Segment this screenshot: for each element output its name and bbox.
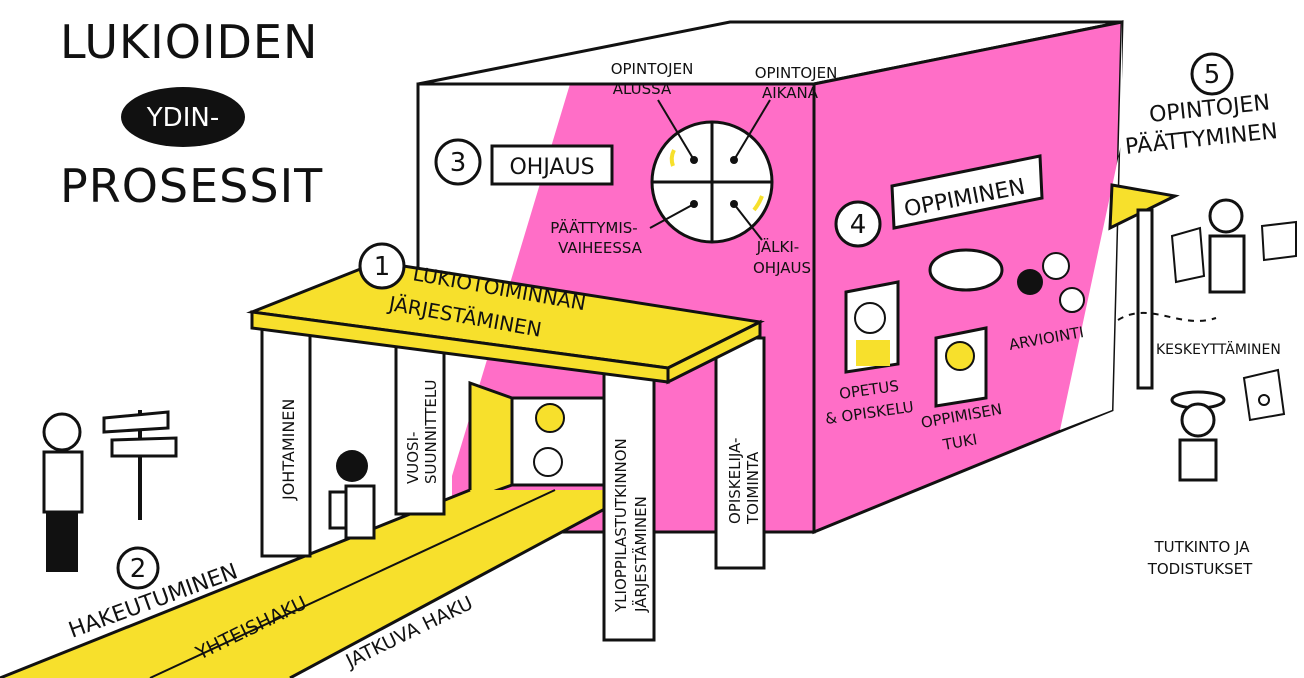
door-person-2 <box>533 447 563 477</box>
wheel-accent-1 <box>669 149 676 167</box>
ohjaus-bottom-left-1: PÄÄTTYMIS- <box>550 218 637 237</box>
diploma-seal <box>1258 394 1270 406</box>
walker-head <box>1208 198 1244 234</box>
roof-number-circle <box>358 242 406 290</box>
hakeutuminen-number-circle <box>116 546 160 590</box>
oppiminen-number-circle <box>834 200 882 248</box>
tutkinto-line-2: TODISTUKSET <box>1147 560 1253 578</box>
pillar-vuosisuunnittelu-2: SUUNNITTELU <box>422 380 440 484</box>
ohjaus-top-left-1: OPINTOJEN <box>611 60 694 78</box>
pillar-vuosisuunnittelu <box>394 334 446 516</box>
keskeyttaminen-label: KESKEYTTÄMINEN <box>1156 340 1281 358</box>
paattyminen-number: 5 <box>1204 60 1221 90</box>
ohjaus-top-right-1: OPINTOJEN <box>755 64 838 82</box>
paattyminen-line-2: PÄÄTTYMINEN <box>1124 118 1279 160</box>
road-edge-left <box>0 488 471 678</box>
student-body <box>344 484 376 540</box>
sign-left <box>102 410 170 434</box>
title-badge: YDIN- <box>146 103 219 133</box>
ohjaus-bottom-left-2: VAIHEESSA <box>558 239 643 257</box>
door-person-1 <box>535 403 565 433</box>
road-edge-right <box>289 488 641 678</box>
arviointi-person-1 <box>1017 269 1043 295</box>
grad-head <box>1180 402 1216 438</box>
ohjaus-number: 3 <box>450 148 467 178</box>
ohjaus-top-left-2: ALUSSA <box>613 80 672 98</box>
title-line-3: PROSESSIT <box>60 159 323 213</box>
title-line-1: LUKIOIDEN <box>60 15 318 69</box>
door-open-leaf <box>468 380 514 503</box>
walker-body <box>1208 234 1246 294</box>
pillars: JOHTAMINEN VUOSI- SUUNNITTELU YLIOPPILAS… <box>260 316 766 642</box>
sign-right <box>110 436 178 458</box>
side-white-cut <box>1060 22 1122 430</box>
title: LUKIOIDEN YDIN- PROSESSIT <box>60 15 323 213</box>
ohjaus-top-right-2: AIKANA <box>762 84 819 102</box>
dashed-path <box>1117 311 1217 322</box>
hakeutuminen-number: 2 <box>130 554 147 584</box>
walker-compass-card <box>1260 220 1297 262</box>
section-ohjaus: 3 OHJAUS OPINTOJEN ALUSSA OPINTOJEN AIKA… <box>434 60 838 277</box>
back-pillar <box>1136 208 1154 390</box>
student-head <box>336 450 368 482</box>
tutkinto-line-1: TUTKINTO JA <box>1154 538 1251 556</box>
title-badge-blob <box>121 87 245 147</box>
thought-cloud <box>928 248 1004 292</box>
pillar-opiskelija-2: TOIMINTA <box>744 451 762 525</box>
oppiminen-number: 4 <box>850 210 867 240</box>
roof-number: 1 <box>374 252 391 282</box>
tuki-head <box>945 341 975 371</box>
pointer-tl <box>657 99 695 161</box>
pillar-johtaminen-label: JOHTAMINEN <box>279 399 298 501</box>
walker-map <box>1170 226 1206 284</box>
wheel-accent-2 <box>752 195 764 212</box>
arviointi-person-3 <box>1059 287 1085 313</box>
ohjaus-number-circle <box>434 138 482 186</box>
tuki-line-2: TUKI <box>941 430 979 454</box>
teacher-body <box>856 340 890 366</box>
traveler-legs <box>46 512 78 572</box>
ohjaus-label-box <box>490 144 614 186</box>
traveler-head <box>42 412 82 452</box>
road-yellow <box>0 490 640 678</box>
traveler-body <box>42 450 84 514</box>
ohjaus-bottom-right-2: OHJAUS <box>753 259 811 277</box>
section-paattyminen: 5 OPINTOJEN PÄÄTTYMINEN KESKEYTTÄMINEN T… <box>1117 52 1297 578</box>
canopy-side <box>666 319 762 385</box>
pillar-opiskelija-1: OPISKELIJA- <box>726 438 744 524</box>
oppiminen-label-box <box>890 154 1044 230</box>
section-lukiotoiminta: 1 LUKIOTOIMINNAN JÄRJESTÄMINEN <box>246 242 765 385</box>
ohjaus-label: OHJAUS <box>509 155 594 180</box>
pillar-ylioppilastutkinto <box>602 358 656 642</box>
pointer-br <box>733 203 763 241</box>
teacher-head <box>854 302 886 334</box>
pillar-johtaminen <box>260 316 312 558</box>
pillar-ylioppilas-2: JÄRJESTÄMINEN <box>631 496 650 613</box>
ohjaus-bottom-right-1: JÄLKI- <box>756 237 799 256</box>
pointer-tr <box>733 99 771 161</box>
pointer-bl <box>649 203 695 229</box>
grad-body <box>1178 438 1218 482</box>
pillar-vuosisuunnittelu-1: VUOSI- <box>404 432 422 484</box>
paattyminen-number-circle <box>1190 52 1234 96</box>
pillar-ylioppilas-1: YLIOPPILASTUTKINNON <box>612 438 630 613</box>
road-divider <box>149 489 556 678</box>
arviointi-person-2 <box>1042 252 1070 280</box>
